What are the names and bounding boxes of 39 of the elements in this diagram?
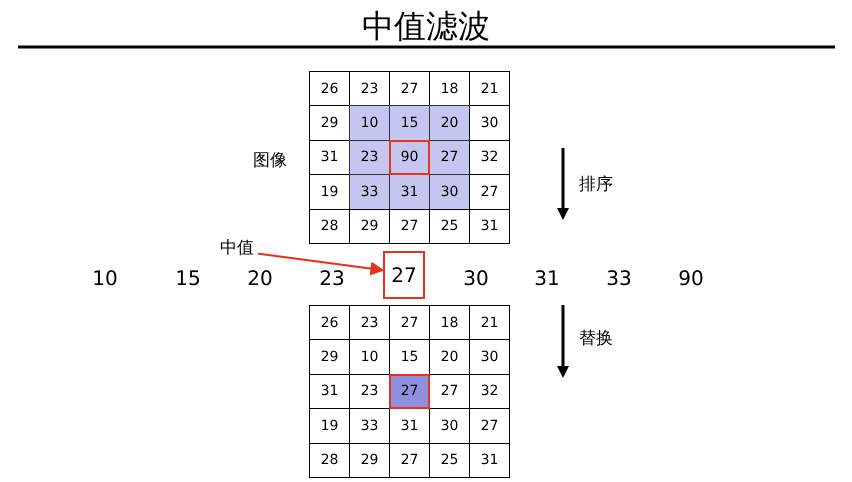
text-label: 替换: [579, 328, 613, 350]
grid-cell: 26: [309, 71, 350, 106]
grid-cell: 30: [469, 105, 510, 141]
median-label: 中值: [216, 236, 258, 258]
grid-cell: 28: [309, 208, 350, 244]
highlighted-cell: 15: [389, 105, 430, 141]
highlighted-cell: 90: [389, 140, 430, 176]
arrow: [258, 252, 384, 276]
grid-cell: 27: [389, 208, 430, 244]
replaced-cell: 27: [389, 374, 430, 410]
highlighted-cell: 30: [429, 174, 470, 210]
sorted-value: 23: [319, 266, 345, 290]
highlighted-cell: 10: [349, 105, 390, 141]
highlighted-cell: 33: [349, 174, 390, 210]
sorted-value: 33: [606, 266, 632, 290]
sorted-value: 30: [463, 266, 489, 290]
grid-cell: 31: [469, 208, 510, 244]
grid-cell: 21: [469, 71, 510, 106]
grid-cell: 29: [349, 208, 390, 244]
grid-cell: 25: [429, 208, 470, 244]
highlighted-cell: 31: [389, 174, 430, 210]
grid-cell: 32: [469, 140, 510, 176]
text-label: 排序: [579, 174, 613, 196]
grid-cell: 31: [469, 442, 510, 478]
grid-cell: 21: [469, 305, 510, 340]
grid-cell: 26: [309, 305, 350, 340]
highlighted-cell: 27: [429, 140, 470, 176]
median-value-box: 27: [383, 251, 425, 299]
text-label: 图像: [253, 150, 287, 172]
highlighted-cell: 20: [429, 105, 470, 141]
title: 中值滤波: [362, 6, 490, 47]
sorted-value: 20: [247, 266, 273, 290]
grid-cell: 27: [469, 174, 510, 210]
sorted-value: 90: [678, 266, 704, 290]
sorted-value: 15: [175, 266, 201, 290]
sorted-value: 31: [534, 266, 560, 290]
sorted-value: 10: [92, 266, 118, 290]
grid-cell: 28: [309, 442, 350, 478]
highlighted-cell: 23: [349, 140, 390, 176]
